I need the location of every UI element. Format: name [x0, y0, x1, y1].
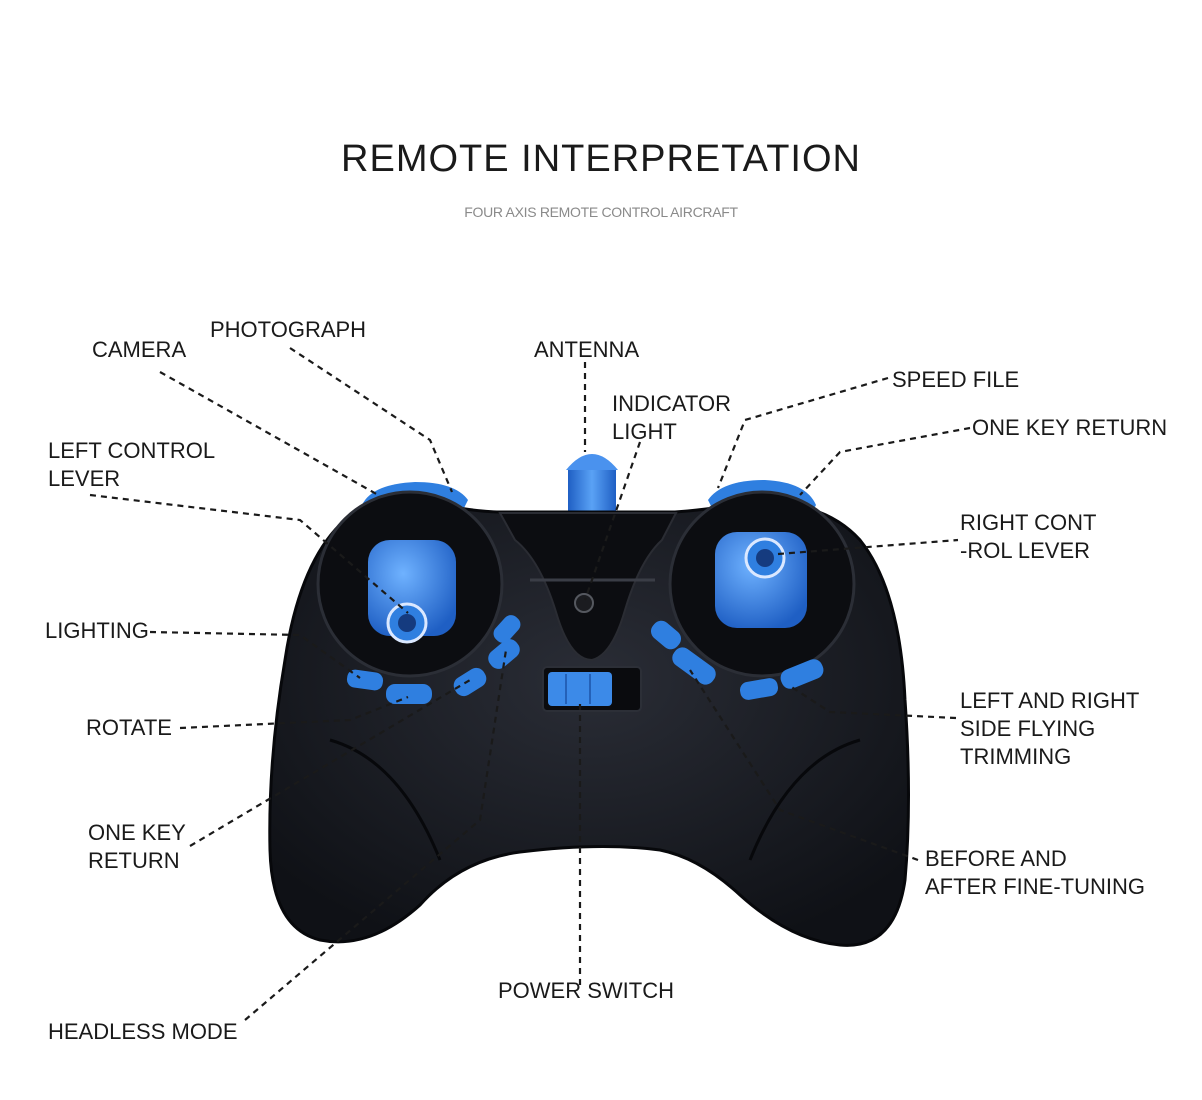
label-one-key-return-right: ONE KEY RETURN [972, 415, 1168, 440]
page-title: REMOTE INTERPRETATION [341, 138, 861, 180]
one-key-return-button [453, 667, 487, 697]
side-trim-button-right [780, 659, 824, 689]
label-antenna: ANTENNA [534, 337, 640, 362]
label-indicator-light-line1: INDICATOR [612, 391, 731, 416]
side-trim-button-left [739, 678, 779, 700]
label-side-trimming-line2: SIDE FLYING [960, 716, 1096, 741]
label-fine-tuning-line1: BEFORE AND [925, 846, 1067, 871]
power-switch-slider [548, 672, 612, 706]
fine-tuning-button-bottom [672, 647, 716, 685]
label-side-trimming: LEFT AND RIGHT SIDE FLYING TRIMMING [960, 687, 1139, 771]
left-trim-button [493, 615, 521, 643]
label-one-key-return-left-line2: RETURN [88, 848, 180, 873]
label-left-control-lever: LEFT CONTROL LEVER [48, 437, 215, 493]
label-indicator-light: INDICATOR LIGHT [612, 390, 731, 446]
label-power-switch: POWER SWITCH [498, 978, 674, 1003]
label-left-control-lever-line1: LEFT CONTROL [48, 438, 216, 463]
antenna-tip [566, 454, 618, 470]
page-subtitle: FOUR AXIS REMOTE CONTROL AIRCRAFT [464, 204, 738, 220]
label-side-trimming-line1: LEFT AND RIGHT [960, 688, 1140, 713]
label-lighting: LIGHTING [45, 618, 149, 643]
label-one-key-return-left: ONE KEY RETURN [88, 819, 186, 875]
label-right-control-lever-line1: RIGHT CONT [960, 510, 1097, 535]
antenna-stem [568, 470, 616, 516]
label-left-control-lever-line2: LEVER [48, 466, 121, 491]
center-panel [498, 512, 678, 662]
label-fine-tuning-line2: AFTER FINE-TUNING [925, 874, 1145, 899]
label-rotate: ROTATE [86, 715, 172, 740]
label-speed-file: SPEED FILE [892, 367, 1020, 392]
label-fine-tuning: BEFORE AND AFTER FINE-TUNING [925, 845, 1145, 901]
label-camera: CAMERA [92, 337, 187, 362]
lighting-button [346, 669, 384, 691]
label-right-control-lever: RIGHT CONT -ROL LEVER [960, 509, 1096, 565]
indicator-light [574, 593, 594, 613]
label-side-trimming-line3: TRIMMING [960, 744, 1072, 769]
label-one-key-return-left-line1: ONE KEY [88, 820, 186, 845]
leader-lines [89, 347, 971, 1021]
label-indicator-light-line2: LIGHT [612, 419, 677, 444]
label-headless-mode: HEADLESS MODE [48, 1019, 238, 1044]
label-photograph: PHOTOGRAPH [210, 317, 367, 342]
fine-tuning-button-top [650, 620, 682, 650]
label-right-control-lever-line2: -ROL LEVER [960, 538, 1091, 563]
headless-mode-button [488, 639, 520, 669]
rotate-button [386, 684, 432, 704]
